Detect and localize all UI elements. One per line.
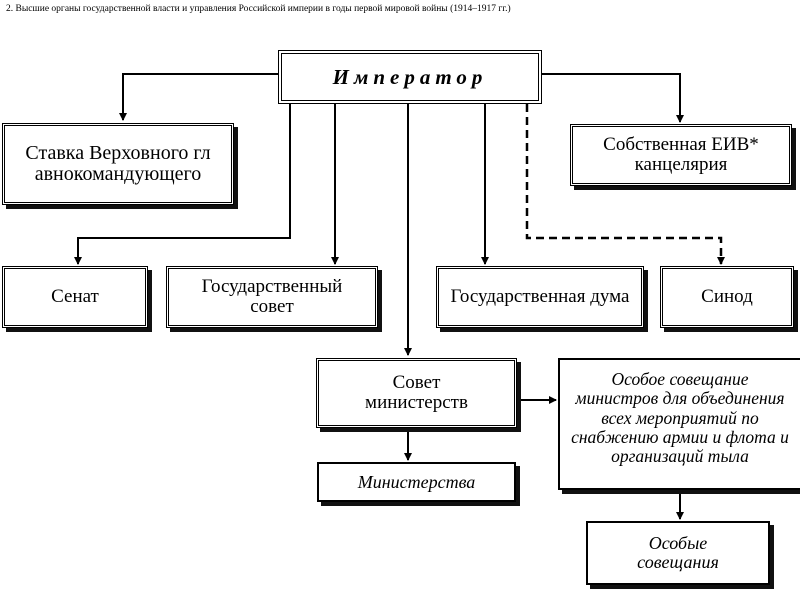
diagram-caption: 2. Высшие органы государственной власти … xyxy=(6,4,511,14)
node-chancellery: Собственная ЕИВ* канцелярия xyxy=(570,124,792,186)
edge-emperor-chancellery xyxy=(542,73,684,123)
node-senate: Сенат xyxy=(2,266,148,328)
node-stavka: Ставка Верховного главнокомандующего xyxy=(2,123,234,205)
edge-emperor-senate xyxy=(74,104,291,265)
node-council-of-ministers: Совет министерств xyxy=(316,358,517,428)
node-emperor: Император xyxy=(278,50,542,104)
edge-emperor-synod-dashed xyxy=(525,104,725,265)
node-synod: Синод xyxy=(660,266,794,328)
node-state-duma: Государственная дума xyxy=(436,266,644,328)
edge-emperor-stavka xyxy=(119,73,278,121)
node-state-council: Государственный совет xyxy=(166,266,378,328)
node-special-meeting: Особое совещание министров для объединен… xyxy=(558,358,800,490)
node-special-meetings: Особые совещания xyxy=(586,521,770,585)
node-ministries: Министерства xyxy=(317,462,516,502)
